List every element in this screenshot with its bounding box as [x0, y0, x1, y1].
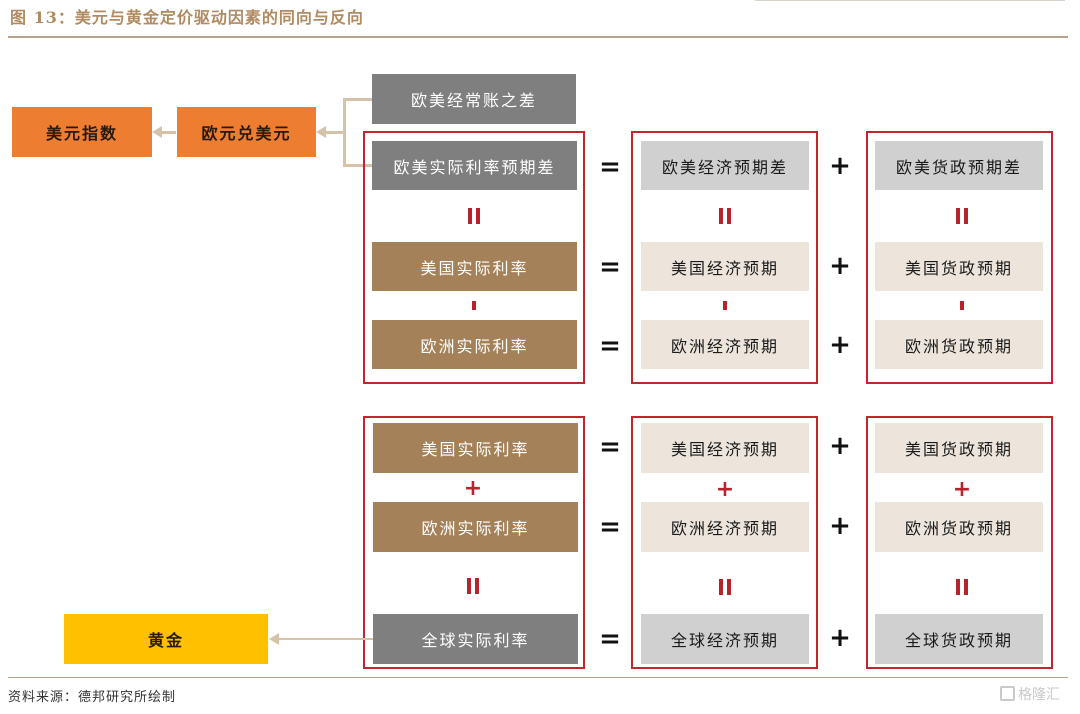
vertical-minus-icon: [472, 301, 476, 310]
real-rate-diff-box: 欧美实际利率预期差: [372, 141, 577, 190]
us-real-rate-box: 美国实际利率: [372, 242, 577, 291]
vertical-minus-icon: [960, 301, 964, 310]
monetary-diff-box: 欧美货政预期差: [875, 141, 1043, 190]
source-note: 资料来源：德邦研究所绘制: [8, 690, 177, 705]
watermark-logo-icon: [1000, 686, 1015, 701]
eu-real-rate-box: 欧洲实际利率: [373, 502, 578, 552]
figure-title: 图 13：美元与黄金定价驱动因素的同向与反向: [10, 4, 364, 28]
top-economy-frame: [631, 131, 818, 384]
connector-line: [278, 638, 373, 640]
global-economy-box: 全球经济预期: [641, 614, 809, 664]
plus-operator: +: [829, 151, 851, 181]
watermark-text: 格隆汇: [1018, 686, 1060, 702]
watermark: 格隆汇: [1000, 684, 1060, 704]
eu-real-rate-box: 欧洲实际利率: [372, 320, 577, 369]
vertical-equals-icon: [719, 579, 731, 595]
bottom-monetary-frame: [866, 416, 1053, 669]
economy-diff-box: 欧美经济预期差: [641, 141, 809, 190]
equals-operator: =: [599, 152, 621, 182]
us-monetary-box: 美国货政预期: [875, 423, 1043, 473]
us-economy-box: 美国经济预期: [641, 423, 809, 473]
equals-operator: =: [599, 624, 621, 654]
us-monetary-box: 美国货政预期: [875, 242, 1043, 291]
equals-operator: =: [599, 432, 621, 462]
plus-operator-red: +: [952, 477, 972, 502]
plus-operator-red: +: [463, 476, 483, 501]
top-faint-rule: [755, 0, 1065, 1]
us-economy-box: 美国经济预期: [641, 242, 809, 291]
vertical-equals-icon: [956, 579, 968, 595]
title-divider: [8, 36, 1068, 38]
global-real-rate-box: 全球实际利率: [373, 614, 578, 664]
footer-divider: [8, 677, 1068, 678]
eurusd-box: 欧元兑美元: [177, 107, 316, 157]
arrow-left-icon: [269, 633, 279, 645]
plus-operator: +: [829, 623, 851, 653]
connector-line: [162, 131, 176, 134]
bottom-real-rate-frame: [363, 416, 585, 669]
top-monetary-frame: [866, 131, 1053, 384]
equals-operator: =: [599, 512, 621, 542]
vertical-equals-icon: [956, 208, 968, 224]
arrow-left-icon: [316, 126, 326, 138]
bracket-bottom-arm: [343, 164, 372, 167]
eu-monetary-box: 欧洲货政预期: [875, 320, 1043, 369]
eu-economy-box: 欧洲经济预期: [641, 320, 809, 369]
vertical-equals-icon: [468, 208, 480, 224]
connector-line: [326, 131, 345, 134]
arrow-left-icon: [152, 126, 162, 138]
top-real-rate-frame: [363, 131, 585, 384]
vertical-minus-icon: [723, 301, 727, 310]
eu-economy-box: 欧洲经济预期: [641, 502, 809, 552]
plus-operator: +: [829, 431, 851, 461]
global-monetary-box: 全球货政预期: [875, 614, 1043, 664]
current-account-diff-box: 欧美经常账之差: [372, 74, 576, 124]
equals-operator: =: [599, 331, 621, 361]
plus-operator: +: [829, 330, 851, 360]
vertical-equals-icon: [719, 208, 731, 224]
plus-operator-red: +: [715, 477, 735, 502]
plus-operator: +: [829, 251, 851, 281]
figure-title-text: 美元与黄金定价驱动因素的同向与反向: [74, 8, 364, 27]
bracket-top-arm: [343, 98, 372, 101]
usd-index-box: 美元指数: [12, 107, 152, 157]
bottom-economy-frame: [631, 416, 818, 669]
us-real-rate-box: 美国实际利率: [373, 423, 578, 473]
eu-monetary-box: 欧洲货政预期: [875, 502, 1043, 552]
equals-operator: =: [599, 252, 621, 282]
bracket-vertical: [343, 98, 346, 167]
figure-label: 图 13：: [10, 8, 75, 27]
gold-box: 黄金: [64, 614, 268, 664]
plus-operator: +: [829, 511, 851, 541]
vertical-equals-icon: [467, 578, 479, 594]
